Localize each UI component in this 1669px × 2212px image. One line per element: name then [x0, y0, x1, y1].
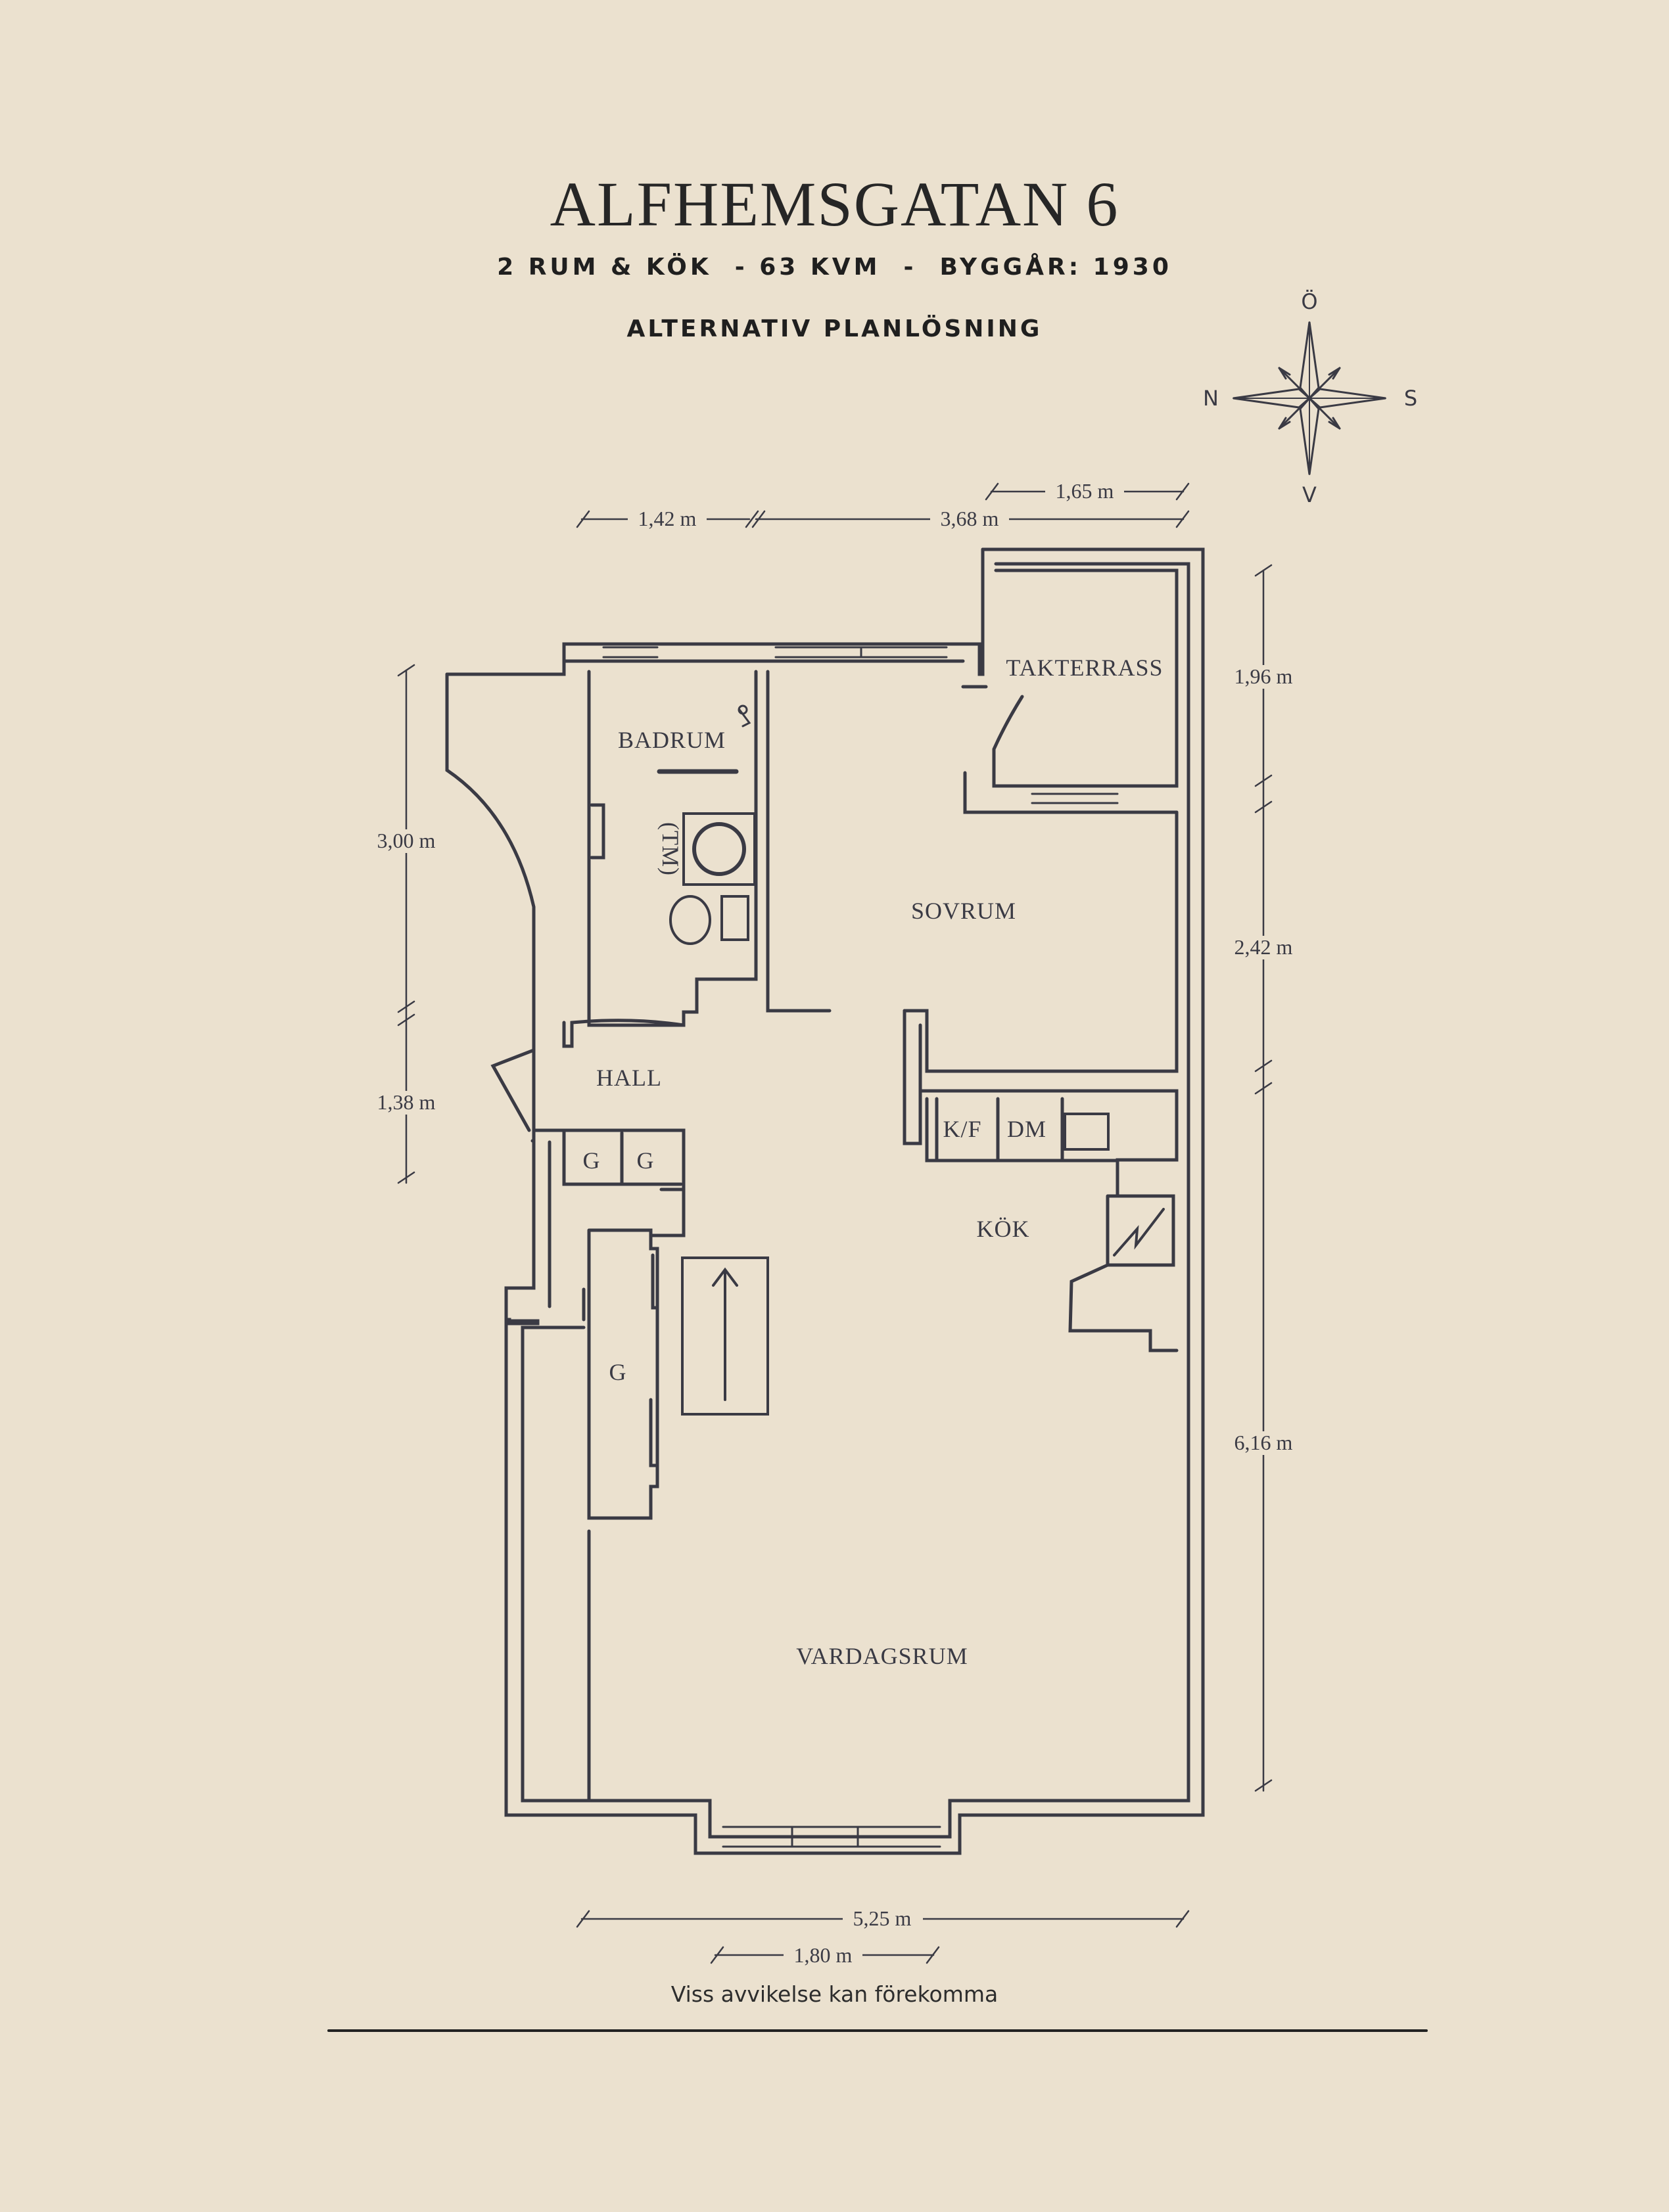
plan-type-label: ALTERNATIV PLANLÖSNING: [626, 315, 1043, 342]
property-summary: 2 RUM & KÖK - 63 KVM - BYGGÅR: 1930: [497, 254, 1172, 281]
compass-label-north: N: [1203, 386, 1219, 411]
room-label-hall: HALL: [596, 1065, 662, 1091]
hall-walls: [490, 1019, 686, 1237]
terrace-walls: [961, 568, 1179, 814]
wardrobe-label-g1: G: [583, 1147, 601, 1174]
dim-left-1: 3,00 m: [377, 829, 436, 852]
top-windows: [602, 646, 1119, 804]
room-label-takterrass: TAKTERRASS: [1006, 655, 1163, 681]
wardrobe-label-g2: G: [637, 1147, 655, 1174]
bottom-window: [722, 1826, 941, 1848]
dim-bottom-1: 5,25 m: [853, 1906, 912, 1930]
bedroom-walls: [903, 810, 1179, 1145]
dimension-lines: [397, 482, 1273, 1964]
room-label-sovrum: SOVRUM: [911, 898, 1016, 924]
dim-right-2: 2,42 m: [1234, 935, 1293, 959]
room-label-kok: KÖK: [977, 1216, 1030, 1242]
outer-wall: [445, 547, 1205, 1855]
room-label-kf: K/F: [943, 1116, 981, 1142]
room-label-dm: DM: [1007, 1116, 1046, 1142]
dim-right-3: 6,16 m: [1234, 1431, 1293, 1454]
disclaimer-note: Viss avvikelse kan förekomma: [670, 1981, 999, 2007]
compass-label-west: V: [1302, 482, 1317, 507]
kitchen-walls: [918, 1089, 1179, 1352]
wardrobe-label-g3: G: [609, 1359, 627, 1385]
room-label-tm: (TM): [657, 822, 684, 876]
dim-top-right: 1,65 m: [1056, 479, 1114, 503]
compass-rose: [1233, 321, 1386, 475]
bathroom-walls: [587, 670, 832, 1027]
dim-top-mid: 3,68 m: [941, 507, 999, 530]
dim-bottom-2: 1,80 m: [794, 1943, 853, 1967]
dim-top-left: 1,42 m: [638, 507, 697, 530]
wardrobe-walls: [587, 1228, 769, 1803]
compass-label-south: S: [1404, 386, 1417, 411]
compass-label-east: Ö: [1301, 289, 1317, 314]
room-label-badrum: BADRUM: [618, 727, 726, 753]
page-title: ALFHEMSGATAN 6: [550, 169, 1119, 239]
dim-right-1: 1,96 m: [1234, 664, 1293, 688]
dim-left-2: 1,38 m: [377, 1090, 436, 1114]
room-label-vardagsrum: VARDAGSRUM: [796, 1643, 968, 1669]
